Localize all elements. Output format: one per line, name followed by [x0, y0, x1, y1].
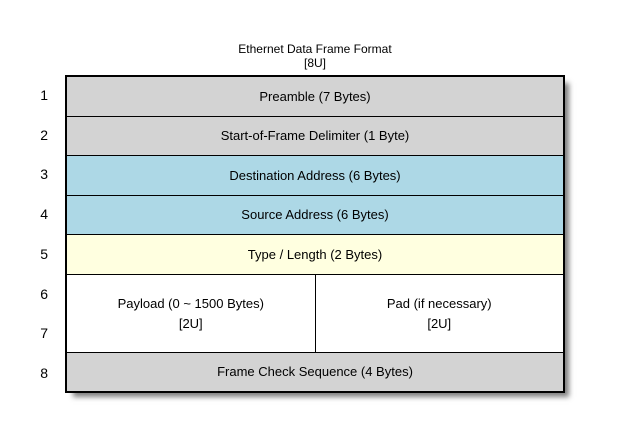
field-fcs-label: Frame Check Sequence (4 Bytes)	[217, 364, 413, 380]
field-type-length: Type / Length (2 Bytes)	[67, 235, 563, 275]
field-payload: Payload (0 ~ 1500 Bytes) [2U]	[67, 275, 315, 352]
field-destination-address: Destination Address (6 Bytes)	[67, 156, 563, 196]
field-payload-label: Payload (0 ~ 1500 Bytes)	[117, 295, 264, 311]
row-number-4: 4	[40, 206, 48, 223]
row-number-2: 2	[40, 126, 48, 143]
row-number-8: 8	[40, 365, 48, 382]
field-destination-label: Destination Address (6 Bytes)	[229, 167, 401, 183]
field-pad-units: [2U]	[427, 315, 452, 331]
row-number-7: 7	[40, 325, 48, 342]
field-sfd-label: Start-of-Frame Delimiter (1 Byte)	[220, 128, 410, 144]
field-start-of-frame-delimiter: Start-of-Frame Delimiter (1 Byte)	[67, 116, 563, 156]
row-number-3: 3	[40, 166, 48, 183]
row-number-column: 1 2 3 4 5 6 7 8	[18, 75, 50, 393]
row-number-5: 5	[40, 245, 48, 262]
field-source-address: Source Address (6 Bytes)	[67, 195, 563, 235]
field-pad: Pad (if necessary) [2U]	[314, 274, 564, 352]
field-source-label: Source Address (6 Bytes)	[241, 207, 389, 223]
field-frame-check-sequence: Frame Check Sequence (4 Bytes)	[67, 352, 563, 391]
field-type-length-label: Type / Length (2 Bytes)	[247, 246, 383, 262]
frame-format-table: Preamble (7 Bytes) Start-of-Frame Delimi…	[65, 75, 565, 393]
diagram-title-text: Ethernet Data Frame Format	[238, 42, 392, 56]
field-payload-units: [2U]	[178, 315, 203, 331]
row-number-1: 1	[40, 86, 48, 103]
diagram-title-units: [8U]	[303, 56, 326, 70]
row-number-6: 6	[40, 285, 48, 302]
payload-pad-row: Payload (0 ~ 1500 Bytes) [2U] Pad (if ne…	[67, 274, 564, 353]
diagram-title: Ethernet Data Frame Format [8U]	[65, 42, 565, 70]
field-preamble-label: Preamble (7 Bytes)	[259, 88, 371, 104]
field-pad-label: Pad (if necessary)	[386, 295, 492, 311]
field-preamble: Preamble (7 Bytes)	[67, 77, 563, 117]
